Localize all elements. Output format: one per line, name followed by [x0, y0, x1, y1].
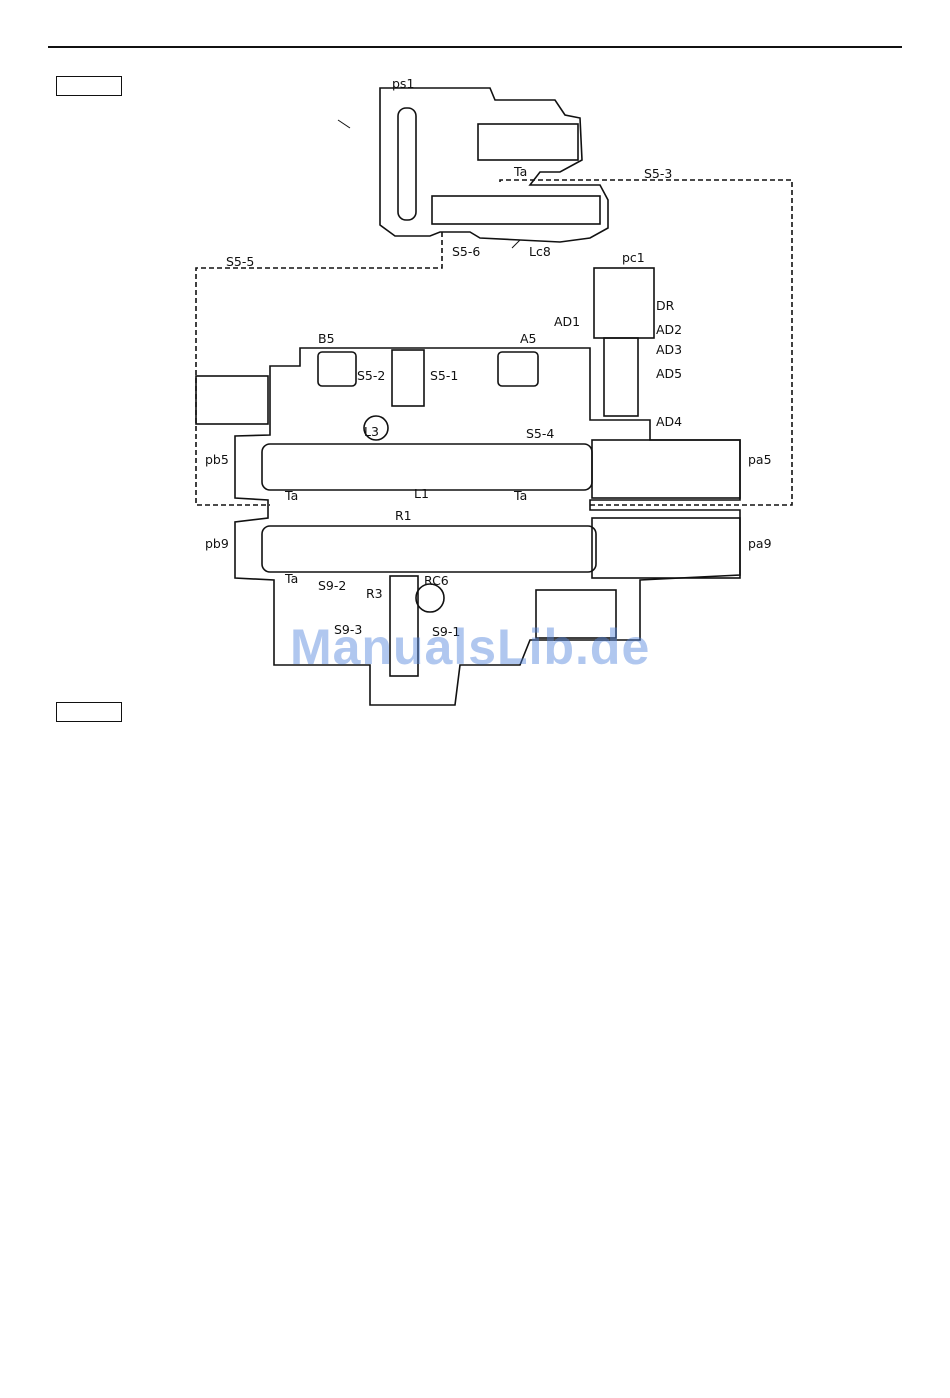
- label-s5-6: S5-6: [452, 244, 480, 259]
- label-ta-left: Ta: [284, 488, 298, 503]
- label-l1: L1: [414, 486, 429, 501]
- label-ad4: AD4: [656, 414, 682, 429]
- pilot-line-s5-5: [196, 232, 442, 505]
- label-s5-3: S5-3: [644, 166, 672, 181]
- label-s5-4: S5-4: [526, 426, 554, 441]
- pc1-regulator: [594, 268, 654, 338]
- label-r1: R1: [395, 508, 412, 523]
- port-b5: [318, 352, 356, 386]
- check-s5-1: [392, 350, 424, 406]
- pilot-passage: [398, 108, 416, 220]
- label-b5: B5: [318, 331, 335, 346]
- label-pc1: pc1: [622, 250, 645, 265]
- spool-5-spring-cap: [592, 440, 740, 498]
- upper-pilot-spool: [478, 124, 578, 160]
- lower-pilot-spool: [432, 196, 600, 224]
- label-l3: L3: [364, 424, 379, 439]
- label-ad3: AD3: [656, 342, 682, 357]
- spool-9-spring-cap: [592, 518, 740, 578]
- label-a5: A5: [520, 331, 537, 346]
- label-pb9: pb9: [205, 536, 229, 551]
- watermark: ManualsLib.de: [290, 618, 650, 676]
- label-ad1: AD1: [554, 314, 580, 329]
- label-dr: DR: [656, 298, 675, 313]
- label-ps1: ps1: [392, 76, 414, 91]
- label-ta-top: Ta: [513, 164, 527, 179]
- label-s5-2: S5-2: [357, 368, 385, 383]
- port-rc6: [416, 584, 444, 612]
- label-ta-low: Ta: [284, 571, 298, 586]
- label-r3: R3: [366, 586, 383, 601]
- label-s5-1: S5-1: [430, 368, 458, 383]
- label-ad2: AD2: [656, 322, 682, 337]
- label-ad5: AD5: [656, 366, 682, 381]
- label-ta-mid: Ta: [513, 488, 527, 503]
- spool-9: [262, 526, 596, 572]
- label-pb5: pb5: [205, 452, 229, 467]
- label-s5-5: S5-5: [226, 254, 254, 269]
- label-rc6: RC6: [424, 573, 449, 588]
- spool-5: [262, 444, 592, 490]
- port-a5: [498, 352, 538, 386]
- left-solenoid: [196, 376, 268, 424]
- label-lc8: Lc8: [529, 244, 551, 259]
- label-pa5: pa5: [748, 452, 772, 467]
- label-pa9: pa9: [748, 536, 772, 551]
- label-s9-2: S9-2: [318, 578, 346, 593]
- regulator-stem: [604, 338, 638, 416]
